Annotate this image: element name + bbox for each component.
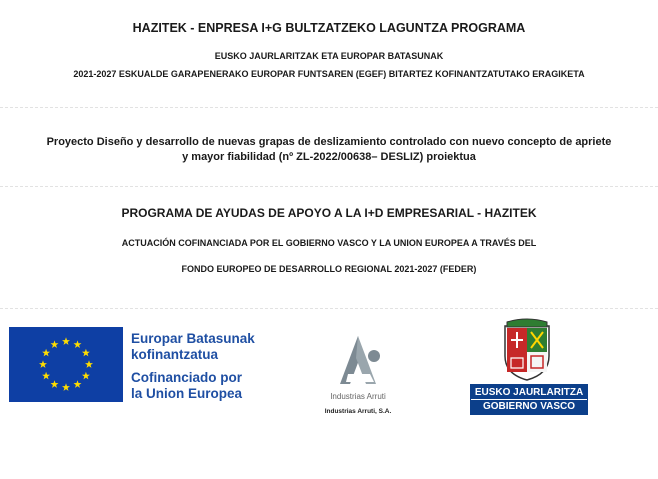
eu-stars-icon — [39, 337, 93, 391]
project-line-1: Proyecto Diseño y desarrollo de nuevas g… — [46, 136, 612, 148]
eu-flag-logo — [9, 327, 123, 402]
arruti-caption: Industrias Arruti, S.A. — [324, 408, 392, 415]
header-line-1: EUSKO JAURLARITZAK ETA EUROPAR BATASUNAK — [214, 51, 444, 61]
eu-star — [81, 371, 90, 380]
divider — [0, 107, 658, 108]
eu-star — [73, 340, 82, 348]
basque-coat-of-arms-icon — [504, 318, 550, 381]
basque-government-logo: EUSKO JAURLARITZA GOBIERNO VASCO — [470, 384, 588, 415]
program-line-2: FONDO EUROPEO DE DESARROLLO REGIONAL 202… — [181, 264, 477, 274]
eu-cofinancing-text: Europar Batasunak kofinantzatua Cofinanc… — [131, 331, 255, 402]
arruti-logo-icon — [340, 336, 380, 384]
header-title: HAZITEK - ENPRESA I+G BULTZATZEKO LAGUNT… — [132, 21, 526, 35]
eu-star — [81, 348, 90, 357]
eu-star — [85, 360, 93, 368]
eu-star — [62, 337, 70, 345]
basque-government-line-2: GOBIERNO VASCO — [471, 399, 587, 413]
program-title: PROGRAMA DE AYUDAS DE APOYO A LA I+D EMP… — [121, 206, 537, 220]
eu-star — [39, 360, 47, 368]
eu-text-spanish-1: Cofinanciado por — [131, 370, 242, 385]
basque-government-line-1: EUSKO JAURLARITZA — [474, 387, 584, 398]
eu-star — [50, 380, 59, 388]
header-line-2: 2021-2027 ESKUALDE GARAPENERAKO EUROPAR … — [73, 69, 585, 79]
project-line-2: y mayor fiabilidad (nº ZL-2022/00638– DE… — [182, 151, 476, 163]
eu-text-basque-2: kofinantzatua — [131, 347, 219, 362]
program-line-1: ACTUACIÓN COFINANCIADA POR EL GOBIERNO V… — [121, 238, 537, 248]
eu-text-spanish-2: la Union Europea — [131, 386, 243, 401]
eu-star — [73, 380, 82, 388]
divider — [0, 186, 658, 187]
arruti-name: Industrias Arruti — [330, 392, 386, 401]
eu-star — [42, 371, 51, 380]
project-description: Proyecto Diseño y desarrollo de nuevas g… — [0, 135, 658, 165]
eu-star — [42, 348, 51, 357]
eu-text-basque-1: Europar Batasunak — [131, 331, 255, 346]
eu-star — [50, 340, 59, 348]
divider — [0, 308, 658, 309]
eu-star — [62, 383, 70, 391]
